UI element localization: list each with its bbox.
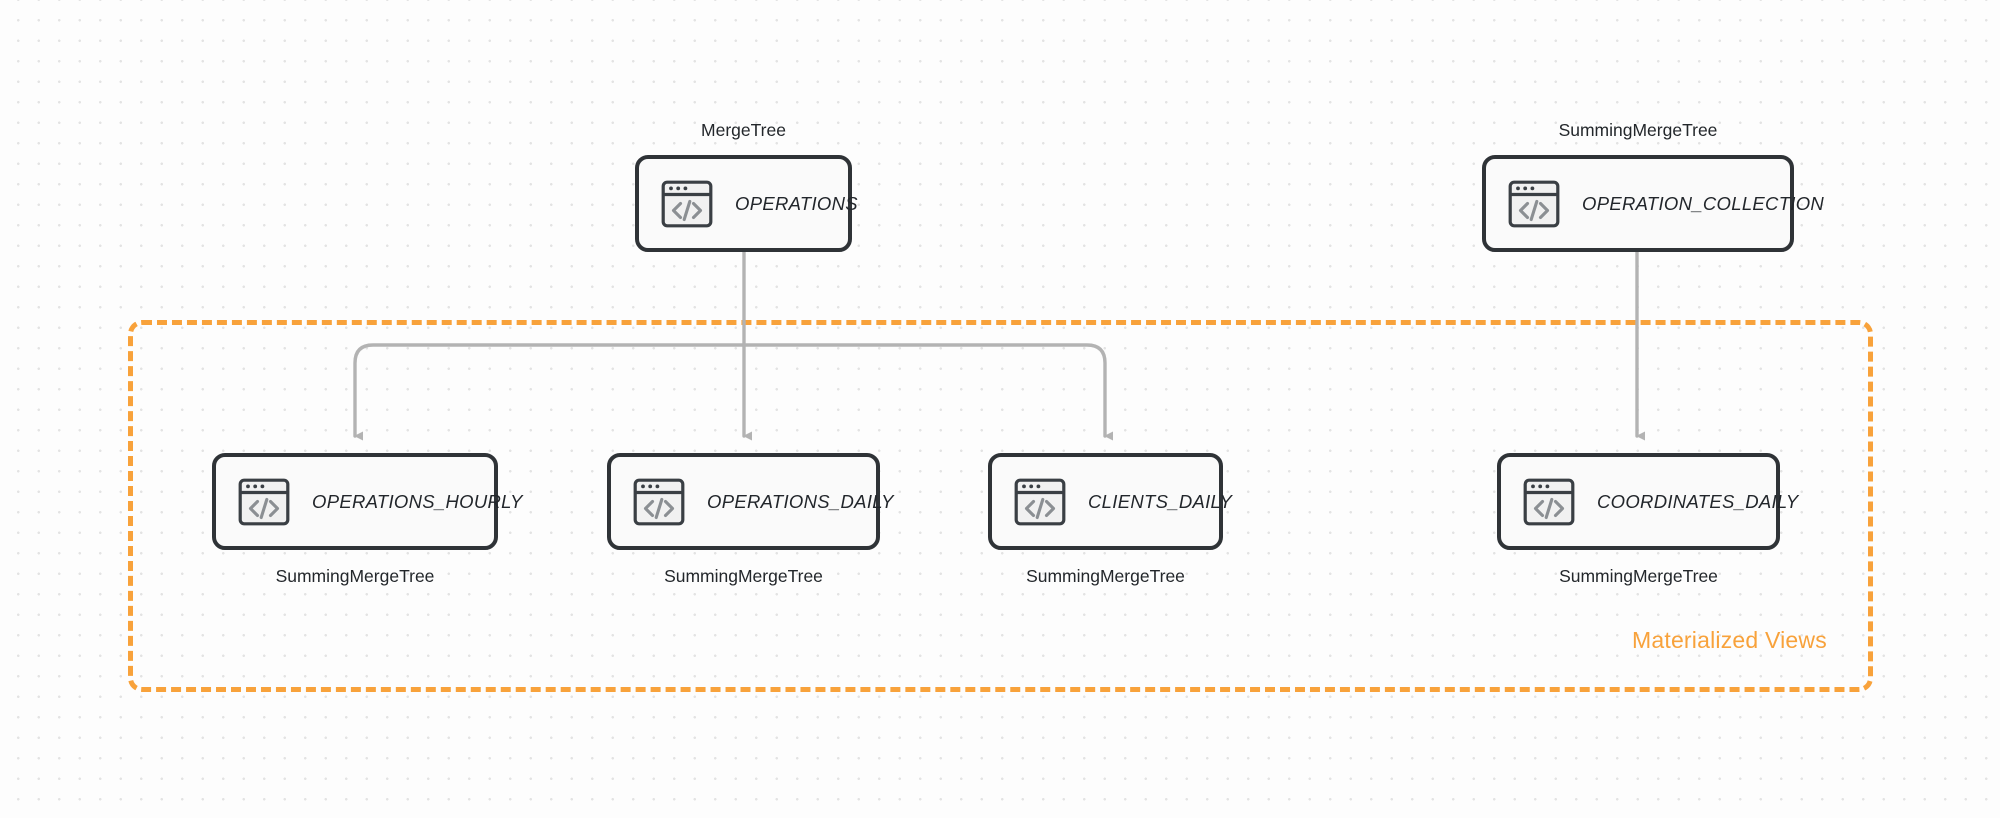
node-clients_daily[interactable]: CLIENTS_DAILY: [988, 453, 1232, 550]
code-window-icon: [1014, 478, 1066, 525]
node-label-operation_collection: OPERATION_COLLECTION: [1582, 192, 1825, 214]
engine-label-operations_hourly: SummingMergeTree: [275, 566, 435, 586]
node-label-operations: OPERATIONS: [735, 192, 858, 214]
node-coordinates_daily[interactable]: COORDINATES_DAILY: [1497, 453, 1798, 550]
node-label-clients_daily: CLIENTS_DAILY: [1088, 490, 1233, 512]
engine-label-operations_daily: SummingMergeTree: [664, 566, 823, 586]
node-label-operations_daily: OPERATIONS_DAILY: [707, 490, 894, 512]
node-label-operations_hourly: OPERATIONS_HOURLY: [312, 490, 523, 512]
engine-label-operation_collection: SummingMergeTree: [1558, 120, 1718, 140]
code-window-icon: [661, 180, 713, 227]
node-label-coordinates_daily: COORDINATES_DAILY: [1597, 490, 1799, 512]
node-operations_daily[interactable]: OPERATIONS_DAILY: [607, 453, 893, 550]
node-operation_collection[interactable]: OPERATION_COLLECTION: [1482, 155, 1824, 252]
node-operations[interactable]: OPERATIONS: [635, 155, 858, 252]
node-operations_hourly[interactable]: OPERATIONS_HOURLY: [212, 453, 522, 550]
code-window-icon: [1523, 478, 1575, 525]
engine-label-clients_daily: SummingMergeTree: [1026, 566, 1185, 586]
code-window-icon: [1508, 180, 1560, 227]
code-window-icon: [633, 478, 685, 525]
engine-label-operations: MergeTree: [701, 120, 786, 140]
engine-label-coordinates_daily: SummingMergeTree: [1559, 566, 1718, 586]
materialized-views-label: Materialized Views: [1632, 627, 1827, 653]
code-window-icon: [238, 478, 290, 525]
materialized-views-group: [128, 320, 1873, 692]
